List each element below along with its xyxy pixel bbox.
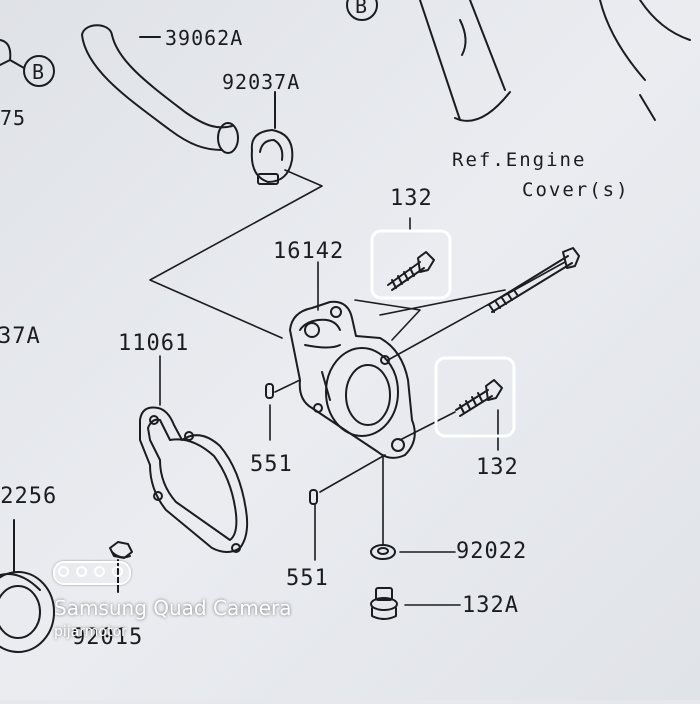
part-label-92015: 92015 — [72, 625, 144, 650]
part-label-92022: 92022 — [456, 539, 528, 564]
part-label-132-upper: 132 — [390, 186, 433, 211]
part-label-551-upper: 551 — [250, 452, 293, 477]
callout-b-top — [346, 0, 378, 21]
long-bolt-drawing — [487, 247, 580, 313]
camera-lens-icon — [53, 561, 131, 585]
highlight-box-lower-bolt — [434, 356, 516, 438]
highlight-box-upper-bolt — [370, 229, 452, 300]
part-label-37a-partial: 37A — [0, 324, 41, 349]
reference-note-line2: Cover(s) — [522, 179, 630, 201]
part-label-92037a: 92037A — [222, 70, 301, 94]
frame-tube-drawing — [419, 0, 691, 122]
bolt-upper-drawing — [387, 251, 435, 291]
part-label-16142: 16142 — [273, 239, 345, 264]
part-label-39062a: 39062A — [165, 26, 244, 50]
part-label-132-lower: 132 — [476, 455, 519, 480]
dowel-pin-lower-drawing — [309, 489, 318, 505]
reference-note-line1: Ref.Engine — [452, 149, 587, 171]
part-label-132a: 132A — [462, 593, 519, 618]
dowel-pin-upper-drawing — [265, 383, 274, 399]
hose-drawing — [81, 24, 239, 154]
washer-drawing — [370, 544, 396, 560]
part-label-551-lower: 551 — [286, 566, 329, 591]
leader-lines — [149, 169, 566, 606]
clamp-drawing — [250, 91, 294, 185]
callout-b-top-text: B — [355, 0, 369, 18]
part-label-75-partial: 75 — [0, 106, 27, 130]
gasket-drawing — [139, 406, 249, 553]
account-watermark: pijarmotor — [54, 624, 127, 640]
pump-housing-drawing — [289, 300, 416, 459]
camera-watermark: Samsung Quad Camera — [54, 596, 292, 620]
pulley-drawing — [0, 519, 55, 653]
part-label-11061: 11061 — [118, 331, 190, 356]
callout-b-left — [0, 39, 55, 87]
bolt-lower-drawing — [455, 379, 503, 417]
part-label-92256: 92256 — [0, 484, 58, 509]
callout-b-left-text: B — [32, 60, 46, 84]
plug-bolt-drawing — [370, 587, 398, 620]
